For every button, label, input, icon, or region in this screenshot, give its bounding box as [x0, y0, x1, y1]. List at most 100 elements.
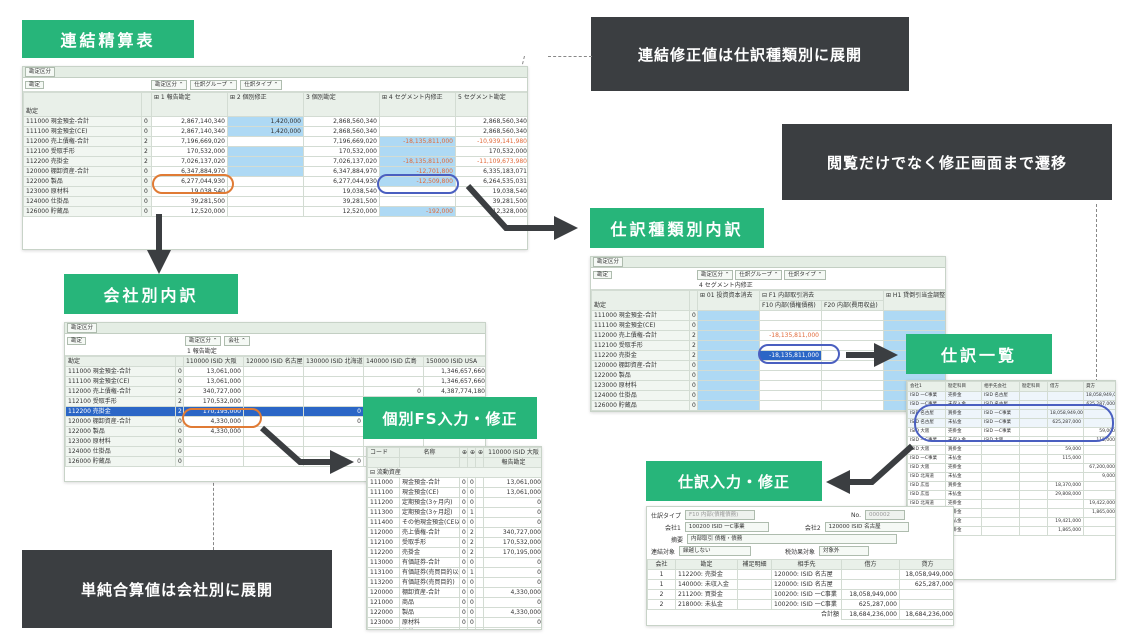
account-cell[interactable]: 140000: 未収入金: [675, 579, 738, 590]
credit-cell[interactable]: 625,287,000: [899, 579, 953, 590]
column-header[interactable]: ⊞ 01 投資資本消去: [697, 290, 760, 311]
company-no[interactable]: 2: [647, 589, 676, 600]
value-cell[interactable]: 7,026,137,020: [151, 156, 228, 167]
detail-cell[interactable]: [475, 607, 484, 618]
company-no[interactable]: 1: [647, 579, 676, 590]
account-cell[interactable]: 112200: 売掛金: [675, 569, 738, 580]
tax-effect-select[interactable]: 対象外: [819, 546, 870, 556]
value-cell[interactable]: [183, 446, 244, 457]
value-input[interactable]: 0: [483, 597, 541, 608]
value-cell[interactable]: [227, 166, 304, 177]
value-cell[interactable]: 39,281,500: [151, 196, 228, 207]
value-cell[interactable]: [821, 320, 884, 331]
journal-type-field[interactable]: F10 内部(債権債務): [685, 510, 756, 520]
value-cell[interactable]: -192,000: [379, 206, 456, 217]
counterparty-cell[interactable]: 100200: ISID 一C事業: [771, 599, 842, 610]
account-category-tab[interactable]: 勘定区分: [25, 67, 56, 77]
value-cell[interactable]: 4,330,000: [183, 426, 244, 437]
value-cell[interactable]: [227, 146, 304, 157]
value-cell[interactable]: 0: [303, 406, 364, 417]
value-cell[interactable]: [697, 310, 760, 321]
value-cell[interactable]: [759, 310, 822, 321]
value-cell[interactable]: [303, 446, 364, 457]
filter-chip[interactable]: 仕訳タイプ ⌃: [784, 269, 827, 280]
value-cell[interactable]: [697, 380, 760, 391]
credit-cell[interactable]: [899, 589, 953, 600]
value-cell[interactable]: [363, 376, 424, 387]
column-header[interactable]: 120000 ISID 名古屋: [243, 356, 304, 367]
value-cell[interactable]: -18,135,811,000: [379, 156, 456, 167]
debit-cell[interactable]: [841, 579, 900, 590]
detail-cell[interactable]: [475, 557, 484, 568]
value-cell[interactable]: [379, 116, 456, 127]
value-cell[interactable]: [883, 310, 945, 321]
value-cell[interactable]: 1,420,000: [227, 116, 304, 127]
value-cell[interactable]: 6,277,044,930: [303, 176, 380, 187]
value-cell[interactable]: [821, 400, 884, 411]
value-cell[interactable]: [227, 186, 304, 197]
value-cell[interactable]: [821, 330, 884, 341]
value-cell[interactable]: 6,335,183,071: [455, 166, 527, 177]
value-cell[interactable]: [243, 396, 304, 407]
value-input[interactable]: 0: [483, 497, 541, 508]
detail-cell[interactable]: [475, 497, 484, 508]
value-cell[interactable]: 1,420,000: [227, 126, 304, 137]
value-cell[interactable]: 170,532,000: [455, 146, 527, 157]
value-input[interactable]: 0: [483, 577, 541, 588]
value-cell[interactable]: 7,196,669,020: [151, 136, 228, 147]
value-cell[interactable]: [883, 320, 945, 331]
value-input[interactable]: 4,330,000: [483, 587, 541, 598]
debit-cell[interactable]: 625,287,000: [841, 599, 900, 610]
value-cell[interactable]: [183, 456, 244, 467]
detail-cell[interactable]: [475, 627, 484, 629]
account-category-tab[interactable]: 勘定区分: [593, 257, 624, 267]
value-input[interactable]: 0: [483, 507, 541, 518]
counterparty-cell[interactable]: 120000: ISID 名古屋: [771, 569, 842, 580]
table-row[interactable]: 124000仕掛品000: [367, 627, 541, 629]
value-input[interactable]: 0: [483, 567, 541, 578]
value-input[interactable]: 13,061,000: [483, 477, 541, 488]
value-cell[interactable]: [243, 376, 304, 387]
column-header[interactable]: ⊞ 1 報告勘定: [151, 92, 228, 117]
counterparty-cell[interactable]: 120000: ISID 名古屋: [771, 579, 842, 590]
column-header[interactable]: 150000 ISID USA: [423, 356, 485, 367]
value-input[interactable]: 0: [483, 627, 541, 629]
value-input[interactable]: 4,330,000: [483, 607, 541, 618]
detail-cell[interactable]: [475, 587, 484, 598]
value-cell[interactable]: [243, 386, 304, 397]
value-cell[interactable]: [821, 380, 884, 391]
filter-chip[interactable]: 勘定区分 ⌃: [151, 79, 188, 90]
value-cell[interactable]: [821, 390, 884, 401]
sub-detail-cell[interactable]: [737, 569, 772, 580]
carryover-select[interactable]: 繰越しない: [679, 546, 752, 556]
value-input[interactable]: 170,195,000: [483, 547, 541, 558]
value-cell[interactable]: [227, 136, 304, 147]
value-cell[interactable]: [227, 156, 304, 167]
value-cell[interactable]: 1,346,657,660: [423, 376, 485, 387]
value-cell[interactable]: 6,264,535,031: [455, 176, 527, 187]
value-cell[interactable]: [363, 366, 424, 377]
value-cell[interactable]: 2,867,140,340: [151, 116, 228, 127]
value-cell[interactable]: [243, 436, 304, 447]
value-cell[interactable]: [697, 350, 760, 361]
value-cell[interactable]: [759, 400, 822, 411]
